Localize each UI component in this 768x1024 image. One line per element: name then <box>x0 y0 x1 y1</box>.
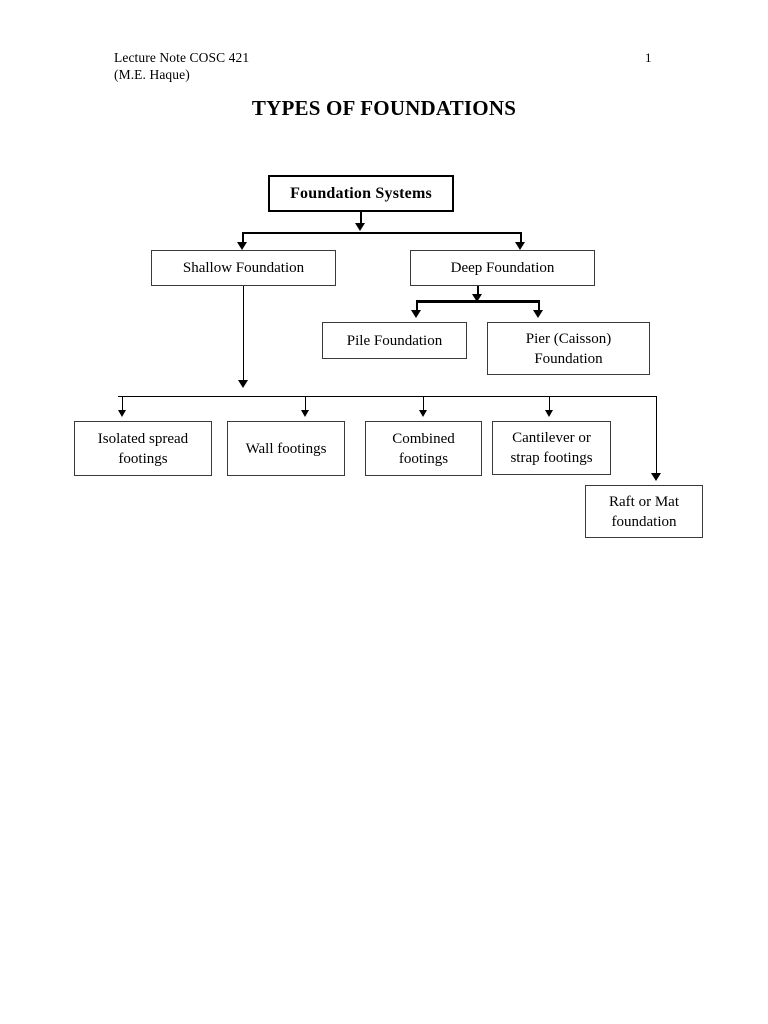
arrowhead-isolated-spread <box>118 410 126 417</box>
connector-drop-wall-footings <box>305 396 306 413</box>
page-title: TYPES OF FOUNDATIONS <box>251 96 517 120</box>
arrowhead-raft-or-mat <box>651 473 661 481</box>
arrowhead-combined-footings <box>419 410 427 417</box>
header-author-line: (M.E. Haque) <box>114 67 190 82</box>
node-pile-foundation[interactable]: Pile Foundation <box>322 322 467 359</box>
node-label-line1: Raft or Mat <box>609 493 679 510</box>
node-label-line1: Cantilever or <box>512 430 591 446</box>
connector-drop-deep <box>520 232 522 245</box>
node-label-line2: foundation <box>611 513 677 530</box>
connector-drop-combined-footings <box>423 396 424 413</box>
connector-drop-pier <box>538 300 540 313</box>
connector-drop-pile <box>416 300 418 313</box>
node-wall-footings[interactable]: Wall footings <box>227 421 345 476</box>
connector-root-stem <box>360 212 362 225</box>
connector-drop-shallow <box>242 232 244 245</box>
node-label-line1: Pier (Caisson) <box>525 330 612 347</box>
node-label-line2: Foundation <box>534 350 603 367</box>
connector-deep-stem <box>477 286 479 298</box>
arrowhead-deep-stem <box>472 294 482 302</box>
node-label-line2: footings <box>398 450 449 467</box>
arrowhead-pier <box>533 310 543 318</box>
node-cantilever-or-strap-footings[interactable]: Cantilever or strap footings <box>492 421 611 475</box>
arrowhead-shallow <box>237 242 247 250</box>
arrowhead-cantilever-strap <box>545 410 553 417</box>
connector-drop-raft-or-mat <box>656 396 657 476</box>
node-label: Pile Foundation <box>346 332 443 349</box>
page-number: 1 <box>645 50 652 65</box>
node-isolated-spread-footings[interactable]: Isolated spread footings <box>74 421 212 476</box>
node-pier-caisson-foundation[interactable]: Pier (Caisson) Foundation <box>487 322 650 375</box>
node-label: Foundation Systems <box>290 184 432 202</box>
node-combined-footings[interactable]: Combined footings <box>365 421 482 476</box>
arrowhead-root-stem <box>355 223 365 231</box>
node-label-line1: Combined <box>392 430 455 447</box>
arrowhead-deep <box>515 242 525 250</box>
connector-bar-deep-children <box>416 300 540 303</box>
connector-bar-level1 <box>242 232 522 234</box>
connector-bar-shallow-children <box>118 396 657 397</box>
arrowhead-shallow-stem <box>238 380 248 388</box>
node-label-line2: strap footings <box>510 450 593 466</box>
arrowhead-pile <box>411 310 421 318</box>
connector-drop-isolated-spread <box>122 396 123 413</box>
node-shallow-foundation[interactable]: Shallow Foundation <box>151 250 336 286</box>
header-course-line: Lecture Note COSC 421 <box>114 50 250 65</box>
node-label: Shallow Foundation <box>182 260 305 276</box>
node-raft-or-mat-foundation[interactable]: Raft or Mat foundation <box>585 485 703 538</box>
connector-shallow-stem <box>243 286 244 384</box>
connector-drop-cantilever-strap <box>549 396 550 413</box>
node-label: Deep Foundation <box>450 260 555 276</box>
node-deep-foundation[interactable]: Deep Foundation <box>410 250 595 286</box>
node-label-line1: Isolated spread <box>97 430 189 447</box>
node-label: Wall footings <box>245 440 327 457</box>
arrowhead-wall-footings <box>301 410 309 417</box>
node-label-line2: footings <box>118 450 168 467</box>
node-foundation-systems[interactable]: Foundation Systems <box>268 175 454 212</box>
